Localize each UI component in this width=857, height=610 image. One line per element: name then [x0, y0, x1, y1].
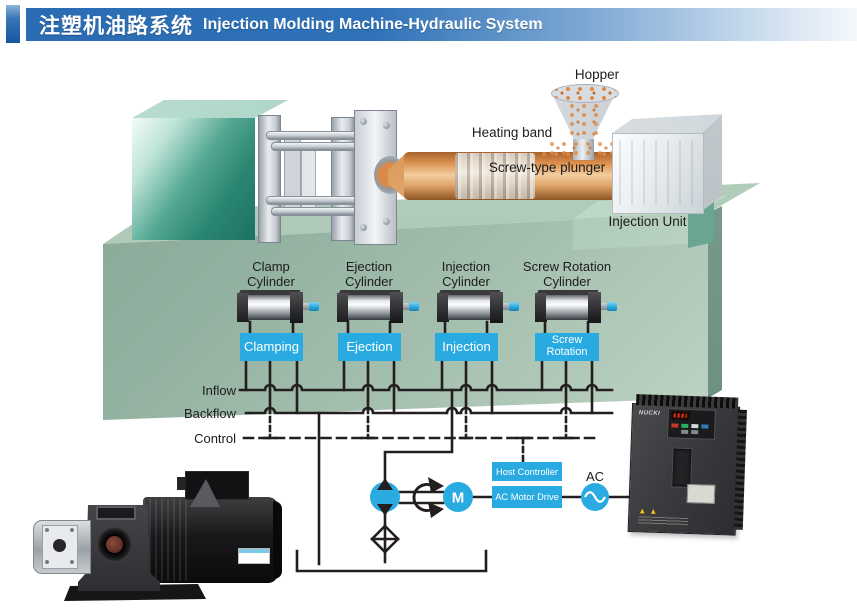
ac-motor-drive-box: AC Motor Drive	[492, 486, 562, 508]
keypad-button	[681, 429, 689, 434]
tie-bar	[266, 131, 358, 140]
title-bar: 注塑机油路系统 Injection Molding Machine-Hydrau…	[26, 8, 857, 41]
warning-text-lines	[637, 516, 689, 526]
ac-drive-inverter-photo: NUCKI ▲▲	[627, 394, 751, 536]
pellets-in-hopper	[568, 102, 598, 138]
tie-bar	[266, 196, 358, 205]
page-title-english: Injection Molding Machine-Hydraulic Syst…	[203, 15, 543, 33]
coupling-housing-opening	[96, 506, 136, 520]
ejection-cylinder-label: Ejection Cylinder	[345, 259, 393, 289]
ac-source-symbol	[581, 483, 609, 511]
pump-symbol	[370, 482, 400, 512]
clamp-cylinder-graphic	[237, 290, 319, 323]
injection-valve-box: Injection	[435, 333, 498, 361]
inverter-spec-label	[686, 483, 716, 504]
keypad-button	[671, 423, 679, 428]
filter-symbol	[370, 524, 400, 554]
pellets-at-feed	[548, 140, 626, 158]
platen-bolt	[383, 122, 390, 129]
motor-name-plate	[238, 548, 270, 564]
hopper-rim	[551, 84, 619, 103]
keypad-button	[691, 430, 699, 435]
injection-unit-box	[612, 133, 704, 214]
motor-symbol	[443, 482, 473, 512]
inverter-display-digits	[673, 413, 687, 418]
rotation-arrow	[412, 483, 436, 512]
servo-motor-fins	[143, 499, 191, 581]
clamp-cylinder-label: Clamp Cylinder	[247, 259, 295, 289]
control-label: Control	[194, 431, 236, 446]
servo-motor-pump-photo	[30, 465, 292, 607]
screw-rotation-cylinder-graphic	[535, 290, 617, 323]
screw-rotation-cylinder-label: Screw Rotation Cylinder	[522, 259, 612, 289]
rotation-arrowhead-up	[428, 477, 444, 493]
screw-type-plunger-label: Screw-type plunger	[488, 160, 606, 175]
tank-symbol	[295, 549, 488, 573]
pump-shaft	[398, 490, 445, 505]
flange-bolt	[70, 528, 74, 532]
clamping-valve-box: Clamping	[240, 333, 303, 361]
servo-motor-end-cap	[273, 501, 282, 579]
inverter-brand-label: NUCKI	[638, 410, 661, 417]
heating-band-label: Heating band	[471, 125, 553, 140]
heating-band-section	[455, 153, 535, 199]
motor-junction-box	[185, 471, 249, 500]
keypad-button	[691, 424, 699, 429]
servo-motor-body	[143, 497, 278, 583]
keypad-button	[681, 423, 689, 428]
page-title-chinese: 注塑机油路系统	[39, 14, 193, 38]
tie-bar	[271, 207, 357, 216]
ac-label: AC	[586, 469, 604, 484]
flange-bolt	[45, 560, 49, 564]
ejection-cylinder-graphic	[337, 290, 419, 323]
inverter-slot	[671, 447, 693, 489]
pump-arrow-down	[377, 504, 393, 516]
platen-bolt	[383, 218, 390, 225]
control-stubs-dashed	[268, 415, 568, 440]
flange-bolt	[70, 560, 74, 564]
motor-conduit	[177, 477, 186, 490]
hopper-label: Hopper	[574, 67, 620, 82]
injection-unit-label: Injection Unit	[608, 214, 687, 229]
platen-bolt	[360, 118, 367, 125]
injection-cylinder-graphic	[437, 290, 519, 323]
gear-pump-port	[53, 539, 66, 552]
keypad-button	[701, 424, 709, 429]
host-controller-box: Host Controller	[492, 462, 562, 481]
rotation-arrowhead-down	[428, 502, 444, 518]
tie-bar	[271, 142, 357, 151]
platen-bolt	[360, 224, 367, 231]
sine-wave-icon	[584, 491, 606, 503]
motor-symbol-letter: M	[452, 490, 465, 507]
coupling-hub	[106, 536, 123, 553]
clamp-housing	[132, 118, 255, 240]
screw-rotation-valve-box: Screw Rotation	[535, 333, 599, 361]
ejection-valve-box: Ejection	[338, 333, 401, 361]
injection-cylinder-label: Injection Cylinder	[441, 259, 491, 289]
warning-icons: ▲▲	[638, 506, 661, 517]
title-accent-bar	[6, 5, 20, 43]
pump-arrow-up	[377, 478, 393, 490]
flange-bolt	[45, 528, 49, 532]
